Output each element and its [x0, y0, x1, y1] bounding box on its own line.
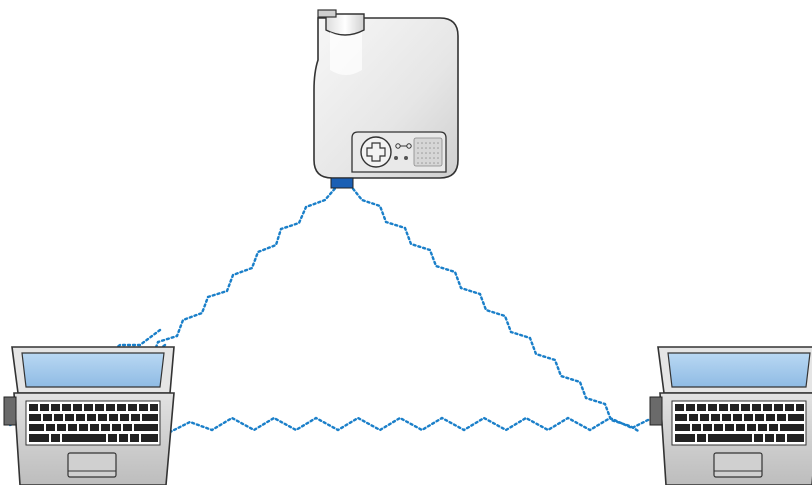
speaker-grille — [414, 138, 442, 166]
projector-usb-adapter — [331, 178, 353, 188]
laptop-left-usb-adapter — [4, 397, 16, 425]
laptop-icon — [4, 347, 174, 485]
laptop-right-usb-adapter — [650, 397, 662, 425]
trackpad — [714, 453, 762, 477]
projector-icon — [314, 10, 458, 188]
laptop-icon — [650, 347, 812, 485]
laptop-left — [4, 347, 174, 485]
link-projector-right-laptop — [350, 185, 640, 432]
trackpad — [68, 453, 116, 477]
laptop-right — [650, 347, 812, 485]
